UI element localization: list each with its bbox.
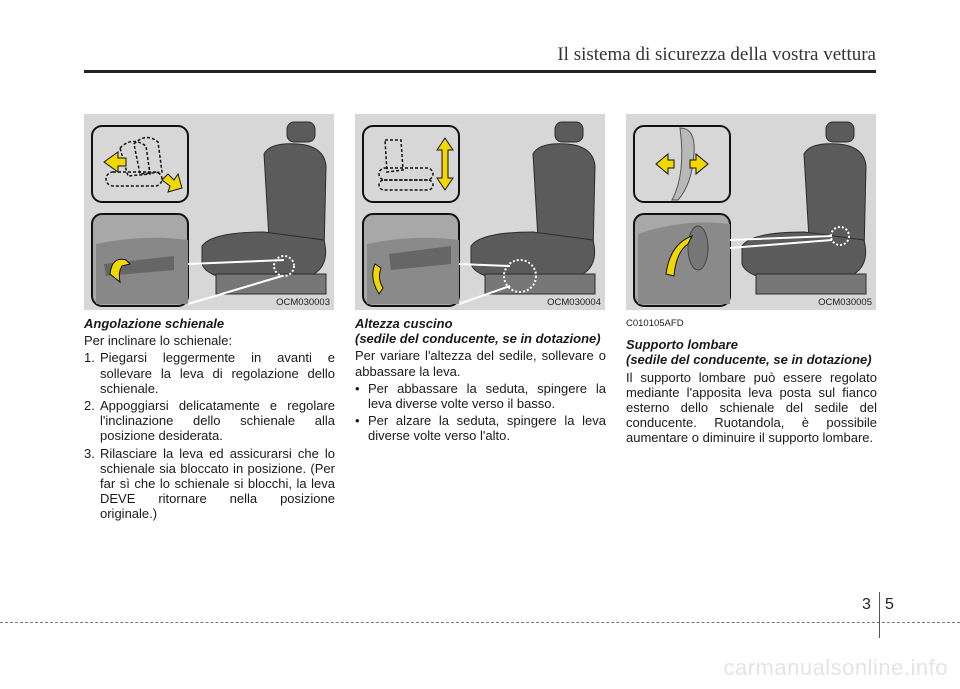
page-number: 5 [885,596,894,613]
figure-lumbar-support: OCM030005 [626,114,876,310]
section-title: Altezza cuscino [355,316,453,331]
figure-code: OCM030005 [818,297,872,308]
body-text: Il supporto lombare può essere regolato … [626,369,877,446]
list-item-text: Per alzare la seduta, spingere la leva d… [368,413,606,444]
figure-code: OCM030003 [276,297,330,308]
lever-inset [362,213,460,307]
page-number-divider [879,592,880,638]
knob-inset [633,213,731,307]
list-item-text: Appoggiarsi delicatamente e regolare l'i… [100,398,335,444]
section-subtitle: (sedile del conducente, se in dotazione) [355,331,601,347]
list-marker: 1. [84,350,95,366]
bullet-marker: • [355,413,360,429]
seat-illustration [201,121,327,295]
list-item: • Per alzare la seduta, spingere la leva … [355,413,606,443]
column-backrest-angle: Angolazione schienale Per inclinare lo s… [84,316,335,524]
list-marker: 3. [84,445,95,461]
figure-backrest-angle: OCM030003 [84,114,334,310]
column-cushion-height: Altezza cuscino (sedile del conducente, … [355,316,606,446]
header-rule [84,70,876,73]
intro-text: Per variare l'altezza del sedile, sollev… [355,348,606,379]
watermark: carmanualsonline.info [723,655,948,680]
intro-text: Per inclinare lo schienale: [84,333,233,349]
list-item: 1. Piegarsi leggermente in avanti e solle… [84,350,335,396]
bullet-list: • Per abbassare la seduta, spingere la le… [355,381,606,444]
column-lumbar-support: C010105AFD Supporto lombare (sedile del … [626,316,877,446]
figure-cushion-height: OCM030004 [355,114,605,310]
seat-illustration [470,121,596,295]
list-item: 3. Rilasciare la leva ed assicurarsi che … [84,446,335,522]
seat-illustration [741,121,867,295]
header-title: Il sistema di sicurezza della vostra vet… [557,44,876,65]
section-code: C010105AFD [626,318,684,329]
footer-divider [0,622,960,623]
list-item-text: Piegarsi leggermente in avanti e solleva… [100,350,335,396]
section-title: Supporto lombare [626,337,738,353]
list-item-text: Per abbassare la seduta, spingere la lev… [368,380,606,412]
steps-list: 1. Piegarsi leggermente in avanti e solle… [84,350,335,521]
list-marker: 2. [84,398,95,414]
lumbar-inset [633,125,731,203]
list-item: 2. Appoggiarsi delicatamente e regolare l… [84,398,335,444]
chapter-number: 3 [862,596,871,613]
list-item-text: Rilasciare la leva ed assicurarsi che lo… [100,445,335,522]
section-subtitle: (sedile del conducente, se in dotazione) [626,352,872,368]
lever-inset [91,213,189,307]
figure-code: OCM030004 [547,297,601,308]
height-inset [362,125,460,203]
section-title: Angolazione schienale [84,316,225,331]
list-item: • Per abbassare la seduta, spingere la le… [355,381,606,411]
recline-inset [91,125,189,203]
bullet-marker: • [355,380,360,396]
